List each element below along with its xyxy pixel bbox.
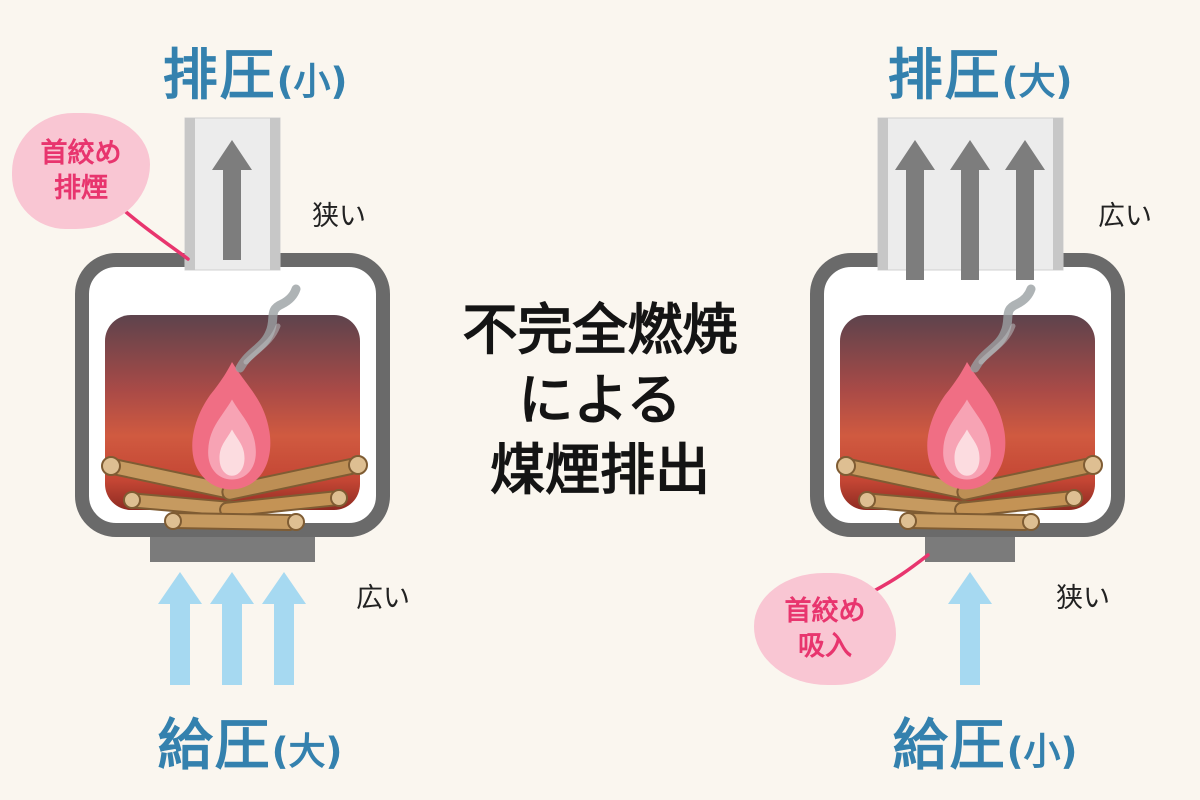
stove-left — [75, 117, 390, 685]
diagram-title: 不完全燃焼 による 煤煙排出 — [400, 296, 800, 506]
exhaust-pressure-text: 排圧 — [887, 43, 1002, 107]
fire-flame — [927, 362, 1006, 490]
left-intake-pressure-label: 給圧(大) — [90, 700, 410, 780]
right-choke-bubble: 首絞め 吸入 — [754, 573, 896, 685]
left-choke-bubble: 首絞め 排煙 — [12, 113, 150, 229]
exhaust-pressure-size: (小) — [276, 60, 348, 103]
title-line: 不完全燃焼 — [462, 298, 738, 362]
exhaust-pressure-size: (大) — [1001, 60, 1073, 103]
exhaust-arrow — [1005, 140, 1045, 280]
intake-pressure-size: (大) — [271, 730, 343, 773]
right-exhaust-pressure-label: 排圧(大) — [820, 30, 1140, 110]
intake-arrows — [158, 572, 306, 685]
stove-right — [810, 117, 1125, 685]
intake-arrow — [210, 572, 254, 685]
intake-pressure-text: 給圧 — [157, 713, 272, 777]
intake-pressure-text: 給圧 — [892, 713, 1007, 777]
fire-flame — [192, 362, 271, 490]
exhaust-pressure-text: 排圧 — [162, 43, 277, 107]
left-chimney-width-note: 狭い — [312, 201, 366, 232]
exhaust-arrows — [895, 140, 1045, 280]
left-intake-width-note: 広い — [356, 583, 410, 614]
bubble-text-line1: 首絞め — [40, 137, 122, 169]
firewood-logs — [836, 455, 1103, 532]
bubble-text-line2: 吸入 — [798, 631, 852, 662]
intake-arrow — [158, 572, 202, 685]
title-line: 煤煙排出 — [489, 437, 710, 502]
bubble-text-line1: 首絞め — [784, 595, 866, 627]
right-intake-width-note: 狭い — [1056, 583, 1110, 614]
intake-pressure-size: (小) — [1006, 730, 1078, 773]
smoke-wisp — [235, 284, 301, 373]
right-chimney-width-note: 広い — [1098, 201, 1152, 232]
firewood-logs — [101, 455, 368, 532]
bubble-text-line2: 排煙 — [54, 173, 108, 204]
exhaust-arrow — [950, 140, 990, 280]
right-intake-pressure-label: 給圧(小) — [825, 700, 1145, 780]
left-exhaust-pressure-label: 排圧(小) — [95, 30, 415, 110]
smoke-wisp — [970, 284, 1036, 373]
exhaust-arrow — [212, 140, 252, 260]
exhaust-arrow — [895, 140, 935, 280]
intake-arrow — [262, 572, 306, 685]
title-line: による — [518, 367, 682, 432]
intake-arrow — [948, 572, 992, 685]
